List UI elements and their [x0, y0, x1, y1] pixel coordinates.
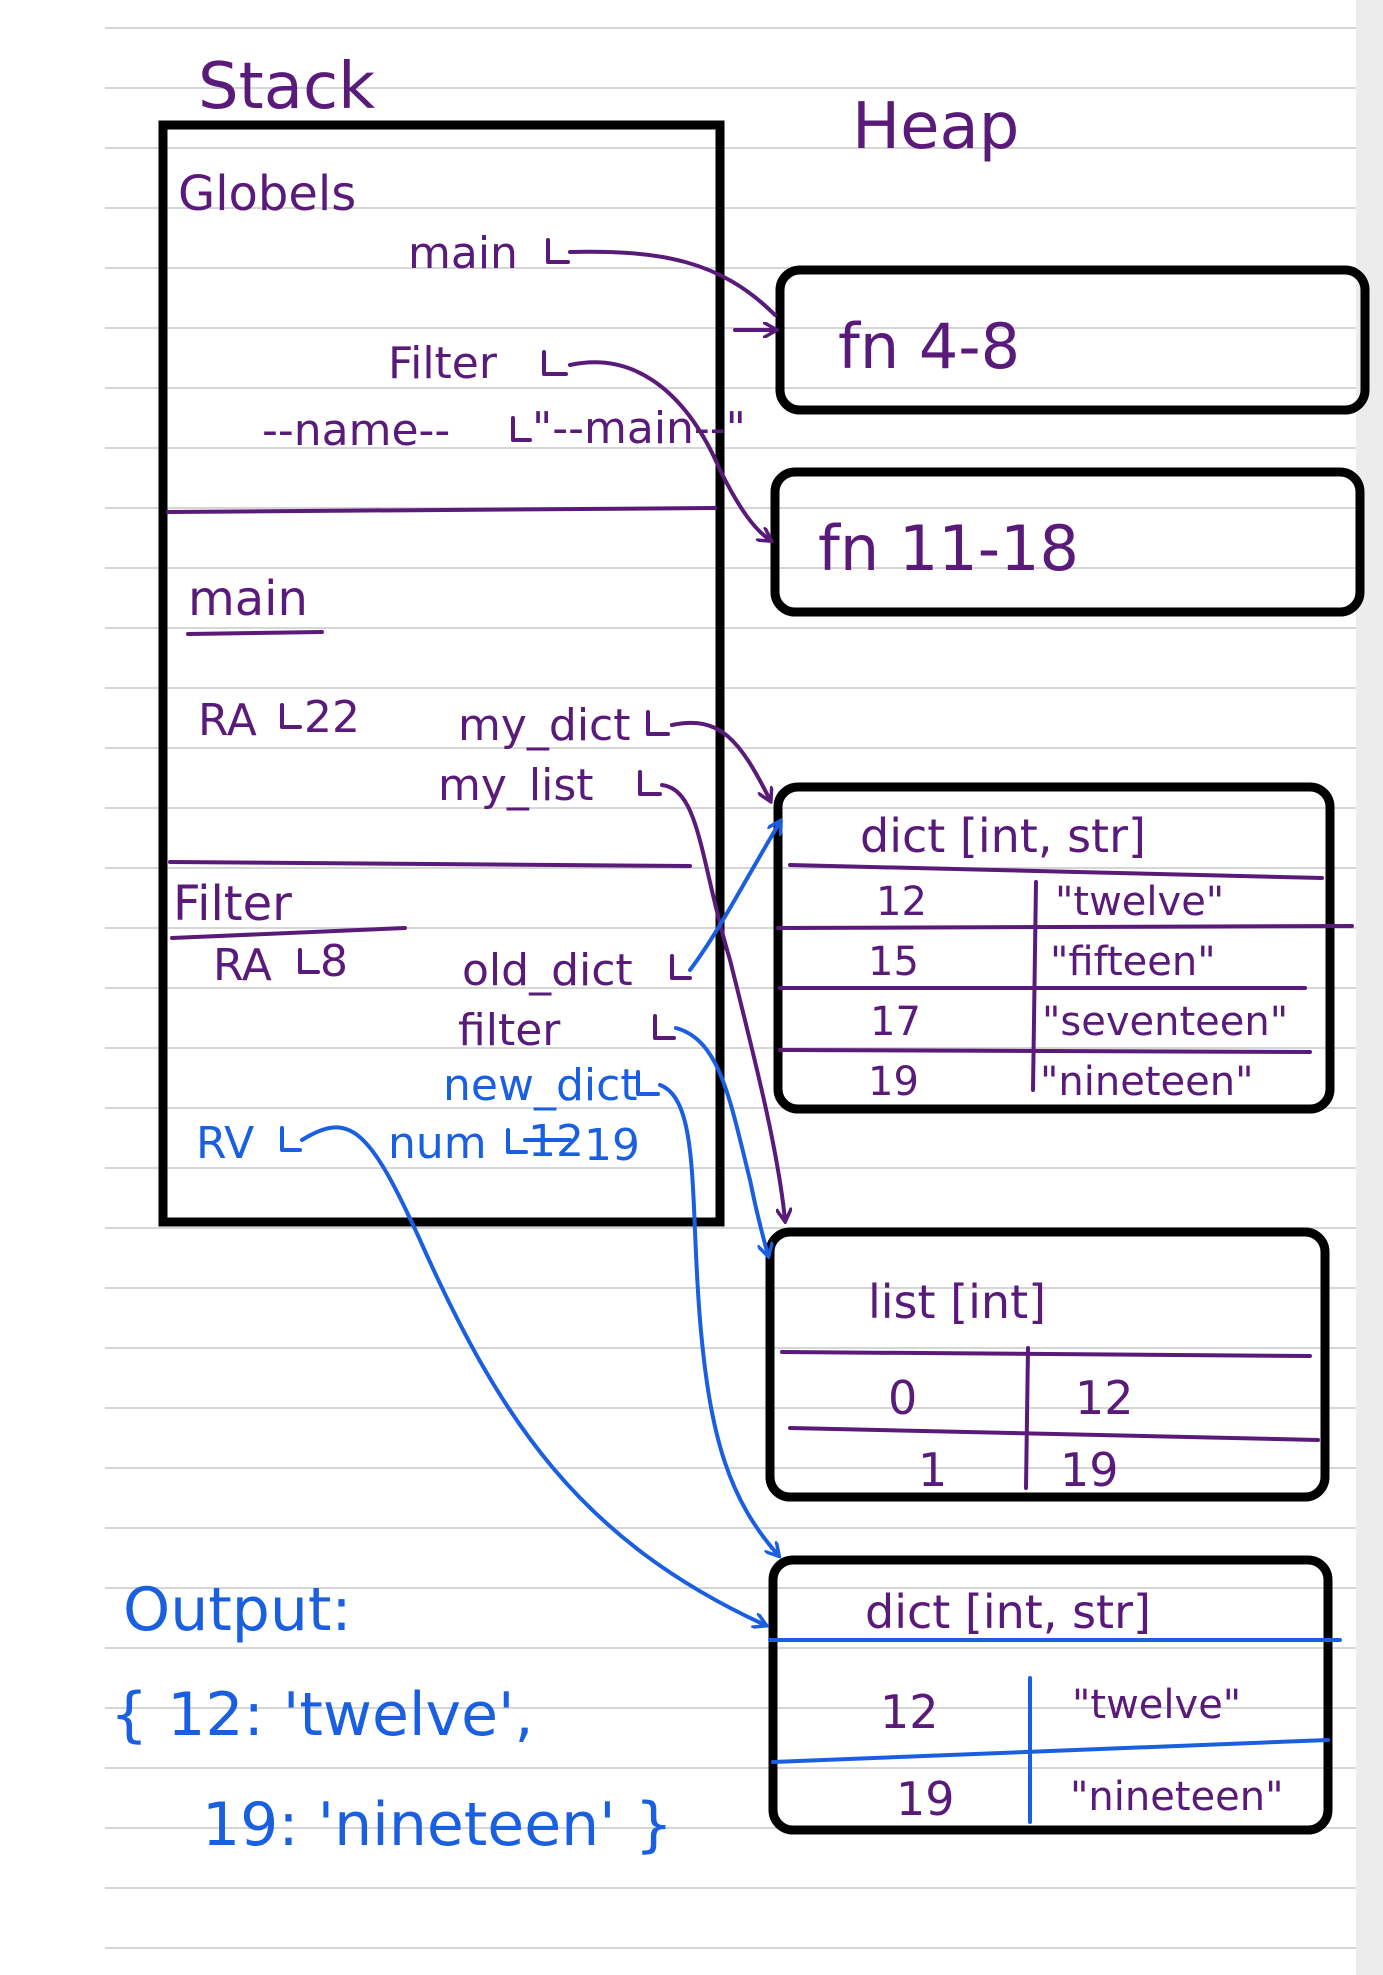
filter-ra-label: RA	[213, 940, 272, 991]
global-main-cell	[546, 238, 570, 264]
old-dict-cell	[670, 954, 692, 980]
arrow-my-list-to-list	[660, 783, 785, 1220]
rv-label: RV	[196, 1118, 254, 1169]
filter-ra-cell	[298, 948, 320, 974]
output-line-1: { 12: 'twelve',	[110, 1680, 534, 1750]
divider-main-filter	[168, 860, 692, 868]
dict1-row-line-1	[776, 924, 1354, 930]
arrow-filter-to-fn2	[568, 360, 770, 540]
heap-list-box	[765, 1227, 1330, 1502]
global-name-value: "--main--"	[532, 403, 746, 454]
dict2-row-line	[771, 1738, 1330, 1764]
global-name-cell	[511, 416, 532, 442]
globals-label: Globels	[178, 166, 356, 222]
arrow-my-dict-to-dict1	[670, 720, 770, 800]
dict1-header-line	[788, 863, 1324, 880]
dict2-type: dict [int, str]	[865, 1585, 1151, 1639]
output-label: Output:	[123, 1575, 352, 1645]
global-var-name: --name--	[262, 405, 450, 456]
list-idx-0: 0	[888, 1371, 917, 1425]
main-frame-underline	[186, 630, 324, 636]
arrow-rv-to-dict2	[300, 1125, 765, 1625]
arrow-filter-to-fn2-call	[674, 1026, 768, 1255]
global-filter-cell	[542, 350, 568, 376]
dict1-key-3: 19	[868, 1059, 919, 1105]
dict2-val-1: "nineteen"	[1070, 1774, 1283, 1820]
dict2-val-0: "twelve"	[1072, 1682, 1241, 1728]
dict1-val-1: "fifteen"	[1050, 939, 1216, 985]
ruled-lines	[105, 27, 1356, 1949]
list-val-0: 12	[1075, 1371, 1134, 1425]
new-dict-cell	[636, 1070, 660, 1096]
main-frame-label: main	[188, 571, 308, 627]
list-header-line	[780, 1350, 1312, 1358]
dict1-key-0: 12	[876, 879, 927, 925]
filter-filter-cell	[653, 1014, 676, 1040]
heap-fn2-label: fn 11-18	[818, 512, 1079, 585]
heap-title: Heap	[852, 90, 1019, 164]
dict1-row-line-3	[778, 1048, 1312, 1054]
global-var-main: main	[408, 228, 518, 279]
stack-title: Stack	[198, 50, 375, 124]
filter-var-filter: filter	[458, 1005, 561, 1056]
output-line-2: 19: 'nineteen' }	[202, 1790, 673, 1860]
rv-cell	[280, 1126, 302, 1152]
filter-var-old-dict: old_dict	[462, 945, 633, 996]
list-col-divider	[1024, 1346, 1030, 1490]
num-value: 19	[584, 1120, 640, 1171]
arrow-old-dict-to-dict1	[688, 822, 780, 972]
global-var-filter: Filter	[388, 338, 498, 389]
list-type: list [int]	[868, 1275, 1046, 1329]
filter-var-new-dict: new_dict	[443, 1060, 638, 1111]
stack-box	[158, 120, 725, 1227]
heap-fn2-box	[770, 467, 1365, 617]
main-ra-label: RA	[198, 695, 257, 746]
dict1-key-1: 15	[868, 939, 919, 985]
dict1-val-2: "seventeen"	[1042, 999, 1288, 1045]
dict1-type: dict [int, str]	[860, 809, 1146, 863]
filter-frame-underline	[170, 926, 407, 940]
filter-ra-value: 8	[320, 936, 348, 987]
main-var-my-list: my_list	[438, 760, 594, 811]
main-ra-cell	[280, 703, 302, 729]
num-cell	[506, 1128, 528, 1154]
main-ra-value: 22	[304, 692, 360, 743]
dict1-key-2: 17	[870, 999, 921, 1045]
filter-frame-label: Filter	[173, 876, 292, 932]
divider-globals-main	[166, 506, 717, 514]
dict1-val-3: "nineteen"	[1040, 1059, 1253, 1105]
dict2-key-0: 12	[880, 1685, 939, 1739]
heap-dict1-box	[773, 782, 1335, 1114]
my-list-cell	[638, 770, 662, 796]
list-row-line	[788, 1426, 1320, 1442]
list-idx-1: 1	[918, 1443, 947, 1497]
heap-dict2-box	[768, 1555, 1333, 1835]
list-val-1: 19	[1060, 1443, 1119, 1497]
dict1-val-0: "twelve"	[1055, 879, 1224, 925]
heap-fn1-label: fn 4-8	[838, 310, 1020, 383]
filter-var-num: num	[388, 1118, 487, 1169]
my-dict-cell	[646, 710, 670, 736]
dict2-key-1: 19	[896, 1772, 955, 1826]
arrow-main-to-fn1	[568, 249, 775, 330]
arrow-new-dict-to-dict2	[658, 1083, 778, 1555]
main-var-my-dict: my_dict	[458, 700, 631, 751]
